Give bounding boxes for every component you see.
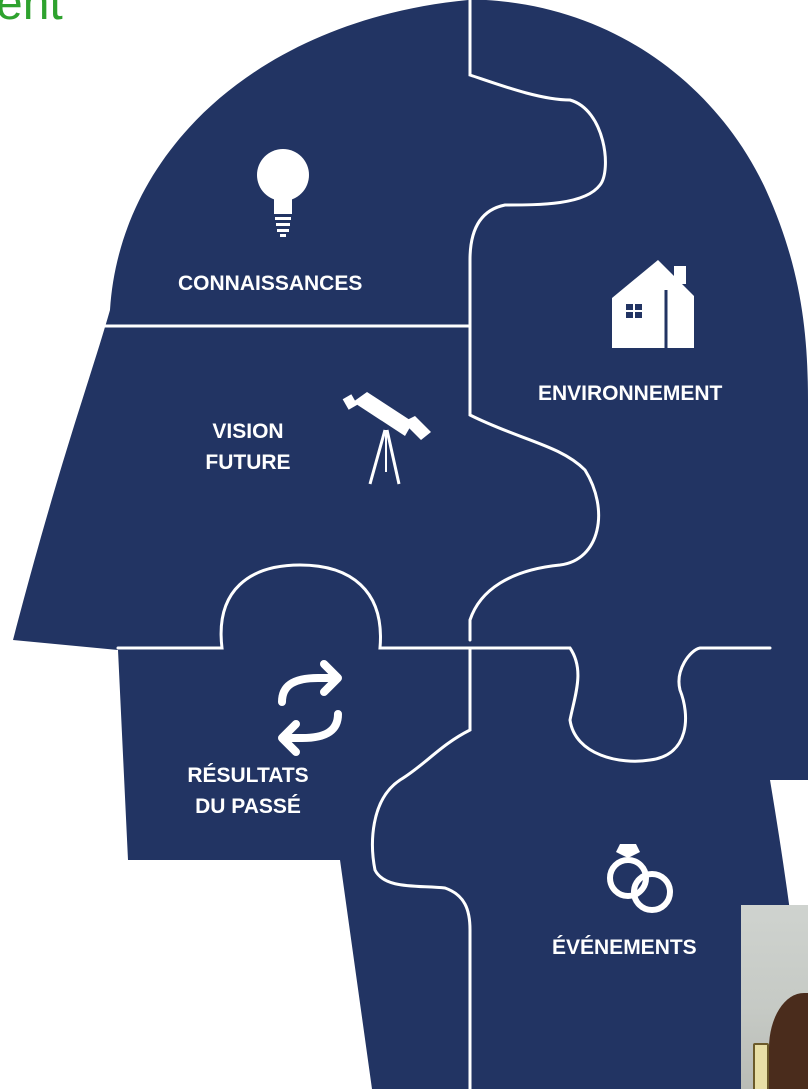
seam-vertical-lower bbox=[371, 646, 472, 1089]
label-resultats-passe: RÉSULTATS DU PASSÉ bbox=[170, 760, 326, 822]
label-connaissances: CONNAISSANCES bbox=[178, 272, 363, 295]
lightbulb-icon bbox=[257, 149, 309, 237]
corner-photo bbox=[741, 905, 808, 1089]
seam-middle-left bbox=[116, 563, 472, 650]
label-environnement: ENVIRONNEMENT bbox=[538, 382, 723, 405]
label-resultats-line2: DU PASSÉ bbox=[195, 795, 301, 818]
photo-object bbox=[753, 1043, 769, 1089]
seam-middle-right bbox=[468, 646, 772, 763]
label-resultats-line1: RÉSULTATS bbox=[187, 764, 309, 787]
label-vision-line1: VISION bbox=[212, 420, 284, 443]
repeat-arrows-icon bbox=[278, 660, 342, 756]
label-vision-future: VISION FUTURE bbox=[192, 416, 304, 478]
label-evenements: ÉVÉNEMENTS bbox=[552, 936, 697, 959]
wedding-rings-icon bbox=[607, 844, 673, 913]
title-fragment: ent bbox=[0, 0, 63, 30]
seam-vertical-upper bbox=[468, 0, 607, 642]
telescope-icon bbox=[342, 392, 431, 485]
label-vision-line2: FUTURE bbox=[205, 451, 291, 474]
house-icon bbox=[612, 260, 694, 348]
photo-person bbox=[769, 993, 808, 1089]
head-shape bbox=[13, 0, 808, 1089]
